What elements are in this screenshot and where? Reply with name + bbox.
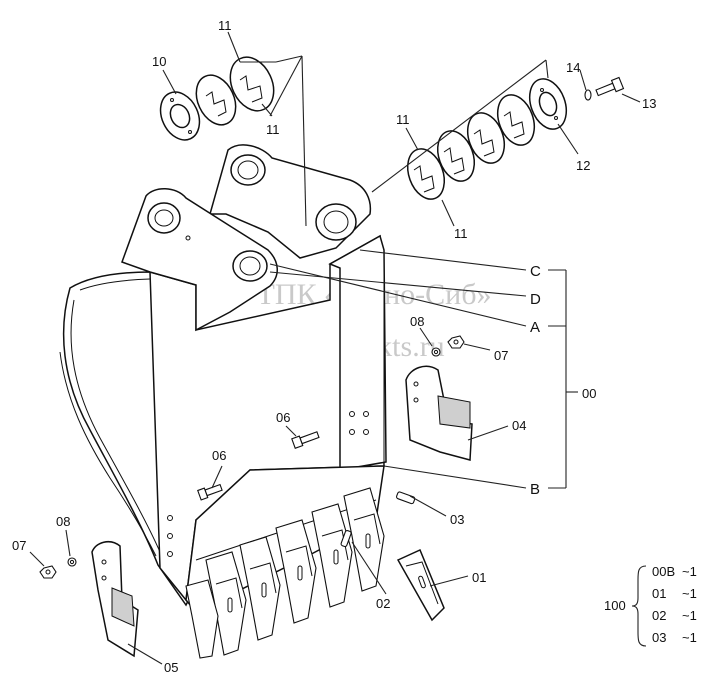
- teeth-row: [185, 487, 445, 659]
- callout-07-left: 07: [12, 538, 26, 553]
- shim-11-right-4: [496, 94, 536, 146]
- bolt-06-right: [291, 431, 320, 449]
- callout-10: 10: [152, 54, 166, 69]
- callout-04: 04: [512, 418, 526, 433]
- pin-02: [340, 530, 352, 548]
- callout-11-upper: 11: [266, 122, 280, 137]
- kit-label: 100: [604, 598, 626, 613]
- kit-item-qty: ~1: [682, 586, 697, 601]
- callout-01: 01: [472, 570, 486, 585]
- callout-08-left: 08: [56, 514, 70, 529]
- kit-row: 01 ~1: [652, 586, 697, 601]
- kit-item-code: 00B: [652, 564, 675, 579]
- letter-a: A: [530, 319, 540, 336]
- washer-08-right: [431, 347, 441, 357]
- callout-00: 00: [582, 386, 596, 401]
- nut-07-right: [447, 335, 465, 349]
- kit-row: 03 ~1: [652, 630, 697, 645]
- side-cutter-04: [405, 365, 473, 461]
- plate-12: [528, 78, 568, 130]
- callout-14: 14: [566, 60, 580, 75]
- callout-06-left: 06: [212, 448, 226, 463]
- kit-item-qty: ~1: [682, 564, 697, 579]
- bucket-body: [59, 234, 387, 613]
- shim-11-right-2: [436, 130, 476, 182]
- tooth-adapter: [275, 519, 317, 624]
- kit-row: 02 ~1: [652, 608, 697, 623]
- callout-13: 13: [642, 96, 656, 111]
- side-cutter-05: [91, 540, 139, 658]
- callout-11-right-top: 11: [396, 112, 410, 127]
- washer-08-left: [67, 557, 77, 567]
- kit-row: 00B ~1: [652, 564, 697, 579]
- shim-11-right-3: [466, 112, 506, 164]
- callout-06-right: 06: [276, 410, 290, 425]
- callout-05: 05: [164, 660, 178, 675]
- tooth-adapter: [239, 536, 281, 641]
- kit-item-code: 01: [652, 586, 666, 601]
- shim-11-upper-a: [195, 74, 237, 126]
- callout-02: 02: [376, 596, 390, 611]
- callout-03: 03: [450, 512, 464, 527]
- callout-11-top: 11: [218, 18, 232, 33]
- pin-03: [396, 491, 416, 505]
- letter-d: D: [530, 291, 541, 308]
- tooth-01: [396, 548, 445, 622]
- tooth-adapter: [343, 487, 385, 592]
- bolt-13: [595, 76, 625, 97]
- letter-b: B: [530, 481, 540, 498]
- letter-c: C: [530, 263, 541, 280]
- plate-10: [159, 91, 201, 141]
- kit-item-qty: ~1: [682, 630, 697, 645]
- tooth-adapter: [185, 579, 219, 659]
- callout-07-right: 07: [494, 348, 508, 363]
- kit-brace: [631, 565, 647, 647]
- washer-14: [584, 89, 592, 101]
- leader-lines: [29, 31, 641, 665]
- callout-08-right: 08: [410, 314, 424, 329]
- mounting-brackets: [121, 144, 372, 332]
- callout-11-right-bottom: 11: [454, 226, 468, 241]
- callout-12: 12: [576, 158, 590, 173]
- kit-item-code: 02: [652, 608, 666, 623]
- callout-labels: 11 10 11 11 11 12 14 13 C D A B 00 08 07…: [12, 18, 656, 675]
- kit-item-code: 03: [652, 630, 666, 645]
- kit-legend: 100 00B ~1 01 ~1 02 ~1 03 ~1: [604, 564, 697, 647]
- shim-11-upper-b: [229, 56, 275, 112]
- nut-07-left: [39, 565, 57, 579]
- kit-item-qty: ~1: [682, 608, 697, 623]
- shim-11-right-1: [406, 148, 446, 200]
- tooth-adapter: [311, 503, 353, 608]
- bolt-06-left: [197, 483, 223, 501]
